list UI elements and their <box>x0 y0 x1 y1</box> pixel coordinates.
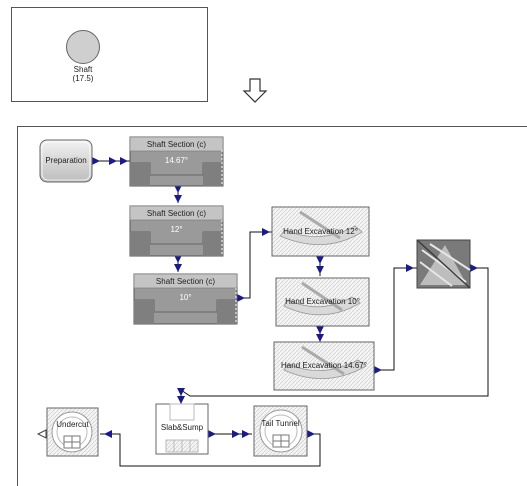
expand-down-arrow-icon <box>242 78 268 103</box>
shaft-section-node-1[interactable] <box>129 136 224 187</box>
shaft-summary-box: Shaft (17.5) <box>11 7 208 102</box>
hand-excavation-2-label: Hand Excavation 10° <box>285 297 360 306</box>
workflow-canvas <box>17 126 527 486</box>
shaft-section-2-title: Shaft Section (c) <box>146 209 207 218</box>
excavation-photo-node[interactable] <box>416 239 471 289</box>
shaft-circle-icon[interactable] <box>66 30 100 64</box>
shaft-section-2-angle: 12° <box>170 225 183 234</box>
shaft-section-3-angle: 10° <box>179 293 192 302</box>
shaft-section-node-2[interactable] <box>129 205 224 257</box>
undercut-node[interactable] <box>46 407 99 457</box>
slab-sump-node[interactable] <box>155 403 209 455</box>
tail-tunnel-node[interactable] <box>253 405 308 457</box>
shaft-section-node-3[interactable] <box>133 273 238 325</box>
preparation-node-highlight <box>41 141 91 181</box>
undercut-output-arrow-icon <box>36 429 47 439</box>
hand-excavation-3-label: Hand Excavation 14.67° <box>281 361 367 370</box>
shaft-name: Shaft <box>73 65 93 74</box>
slab-sump-label: Slab&Sump <box>160 423 204 432</box>
shaft-label: Shaft (17.5) <box>42 65 124 83</box>
shaft-section-1-title: Shaft Section (c) <box>146 140 207 149</box>
undercut-label: Undercut <box>56 420 89 429</box>
shaft-section-3-title: Shaft Section (c) <box>155 277 216 286</box>
shaft-value: (17.5) <box>72 74 94 83</box>
hand-excavation-node-1[interactable] <box>271 206 370 257</box>
tail-tunnel-label: Tail Tunnel <box>261 419 300 428</box>
preparation-node[interactable] <box>39 139 93 183</box>
preparation-label: Preparation <box>45 156 87 165</box>
hand-excavation-1-label: Hand Excavation 12° <box>283 227 358 236</box>
arrowheads <box>92 157 478 438</box>
hand-excavation-node-2[interactable] <box>275 277 370 327</box>
shaft-section-1-angle: 14.67° <box>164 156 189 165</box>
hand-excavation-node-3[interactable] <box>273 341 375 391</box>
